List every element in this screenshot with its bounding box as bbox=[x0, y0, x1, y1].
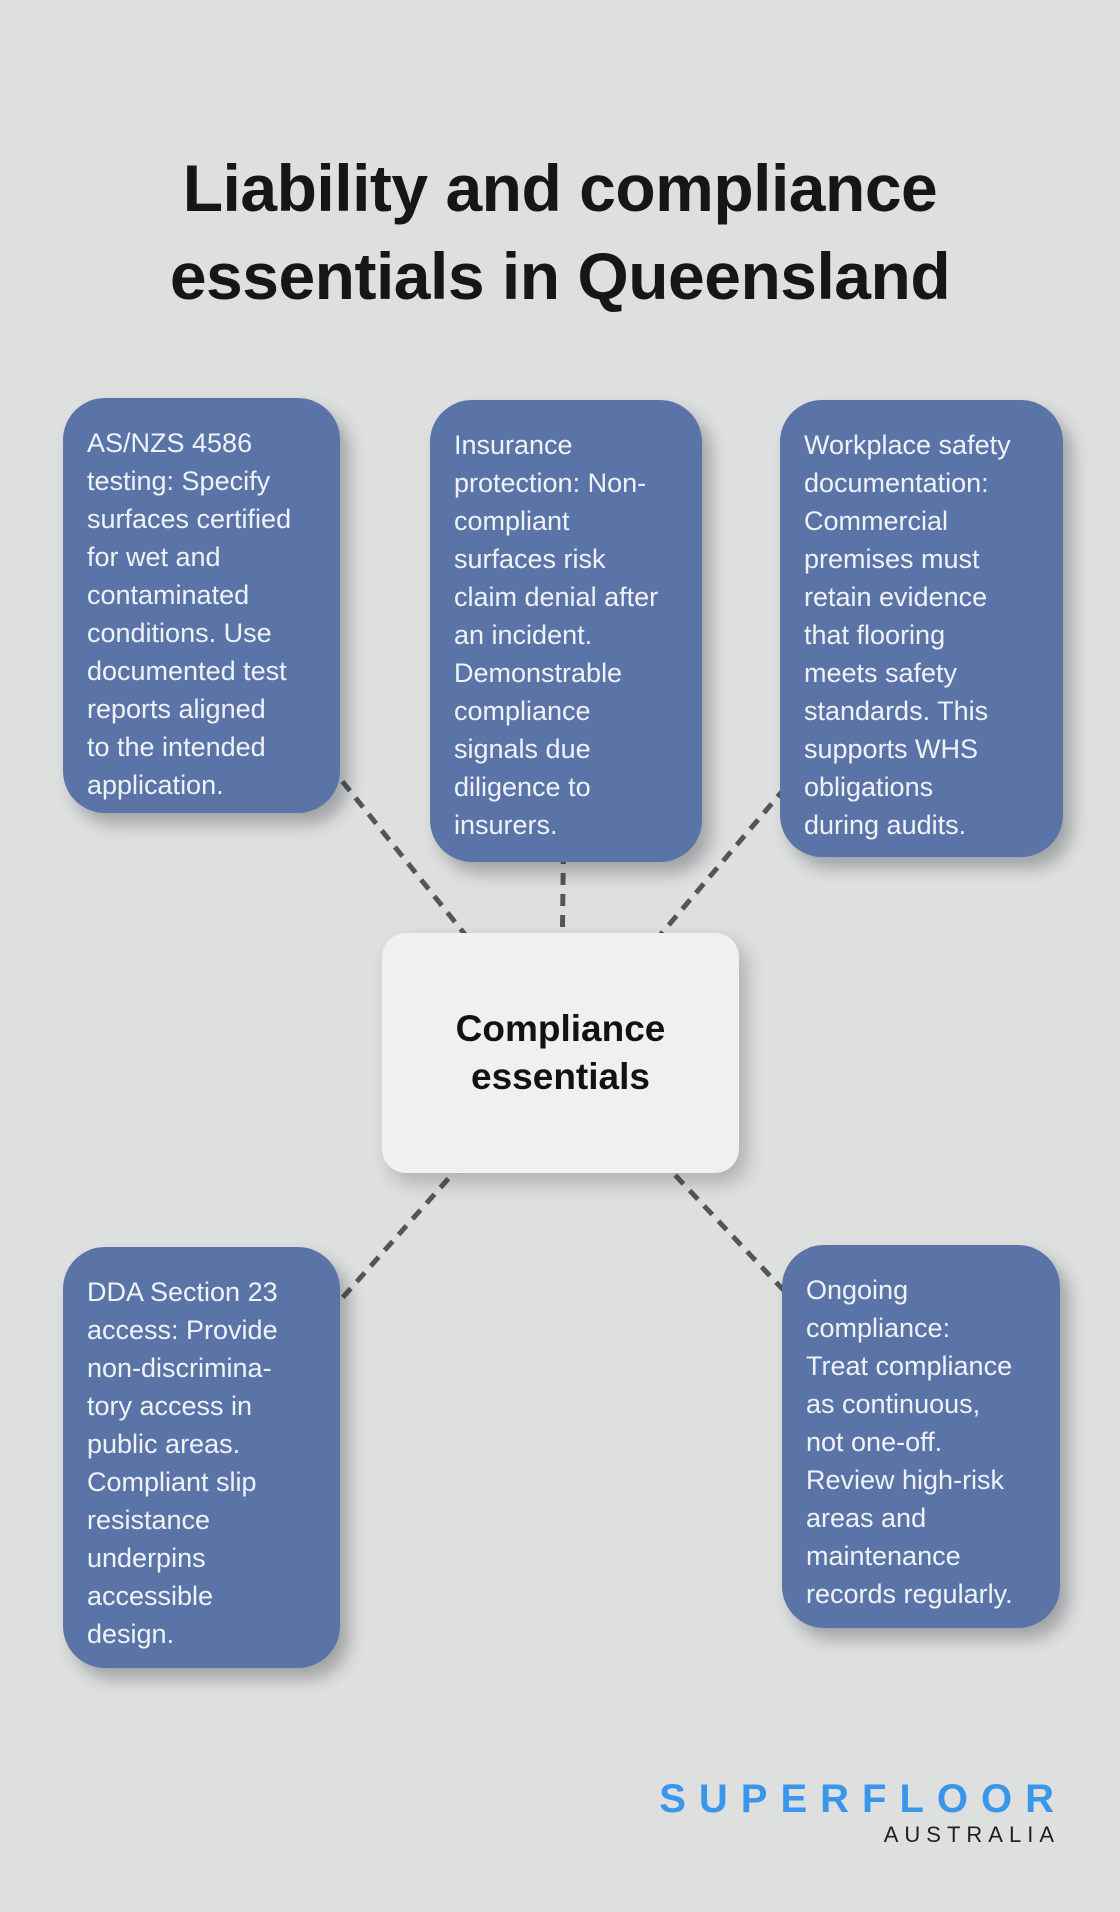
node-dda-section-23-access: DDA Section 23 access: Provide non-discr… bbox=[63, 1247, 340, 1668]
center-node: Compliance essentials bbox=[382, 933, 739, 1173]
center-node-label: Compliance essentials bbox=[455, 1008, 666, 1097]
logo-brand-text: SUPERFLOOR bbox=[659, 1777, 1067, 1821]
node-insurance-protection: Insurance protection: Non- compliant sur… bbox=[430, 400, 702, 862]
logo-region-text: AUSTRALIA bbox=[883, 1822, 1060, 1847]
node-workplace-safety-documentation: Workplace safety documentation: Commerci… bbox=[780, 400, 1063, 857]
page-title: Liability and compliance essentials in Q… bbox=[169, 151, 951, 314]
node-as-nzs-4586-testing: AS/NZS 4586 testing: Specify surfaces ce… bbox=[63, 398, 340, 813]
node-ongoing-compliance: Ongoing compliance: Treat compliance as … bbox=[782, 1245, 1060, 1628]
superfloor-logo: SUPERFLOOR AUSTRALIA bbox=[659, 1778, 1054, 1848]
